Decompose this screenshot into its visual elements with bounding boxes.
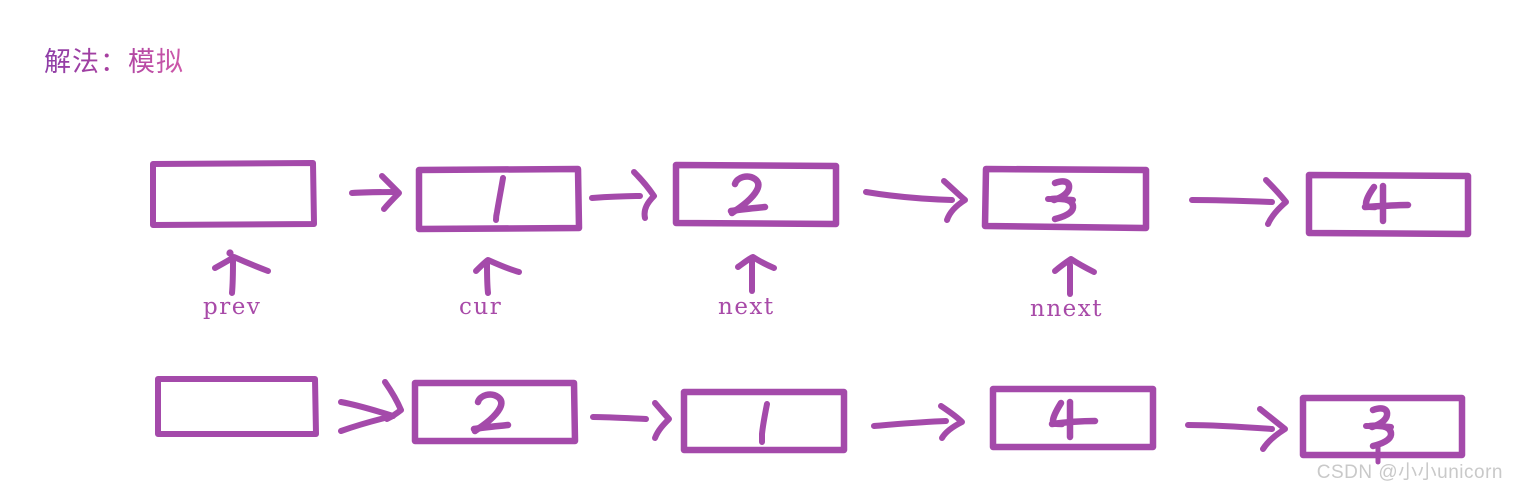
row-after-values [470, 391, 1395, 465]
node-value-1-row2 [759, 401, 770, 445]
link-arrow-row2-3 [871, 403, 965, 441]
row-before-pointer-arrows [212, 249, 1097, 297]
node-value-3-row1 [1045, 178, 1077, 223]
node-box-3-row1 [981, 165, 1150, 232]
node-value-1-row1 [493, 175, 506, 223]
link-arrow-row2-1 [338, 379, 404, 434]
link-arrow-row2-4 [1185, 406, 1288, 452]
node-box-1-row1 [415, 165, 583, 233]
pointer-arrow-prev [212, 249, 271, 296]
node-value-2-row1 [727, 173, 769, 217]
link-arrow-row1-3 [863, 178, 968, 223]
pointer-label-prev: prev [203, 294, 262, 320]
csdn-watermark: CSDN @小小unicorn [1316, 462, 1503, 483]
node-box-4-row2 [989, 385, 1157, 451]
row-before-arrows [349, 169, 1289, 227]
link-arrow-row2-2 [590, 400, 672, 441]
pointer-arrow-next [735, 254, 777, 294]
node-box-2-row2 [411, 379, 579, 445]
node-value-2-row2 [470, 391, 512, 435]
row-before-values [493, 173, 1412, 225]
page-title: 解法：模拟 [44, 40, 184, 79]
node-box-2-row1 [672, 161, 840, 228]
node-value-4-row1 [1361, 182, 1412, 225]
pointer-arrow-cur [473, 257, 522, 296]
row-after-nodes [155, 376, 1466, 459]
link-arrow-row1-4 [1189, 177, 1289, 227]
node-box-4-row1 [1305, 171, 1472, 238]
row-after-arrows [338, 379, 1288, 452]
pointer-label-nnext: nnext [1030, 296, 1103, 322]
node-box-1-row2 [680, 388, 848, 454]
node-value-4-row2 [1048, 398, 1099, 441]
link-arrow-row1-1 [349, 173, 402, 212]
node-box-dummy-row1 [150, 160, 317, 228]
row-before-nodes [150, 160, 1472, 238]
node-box-dummy-row2 [155, 376, 319, 437]
node-box-3-row2 [1299, 394, 1466, 459]
pointer-label-next: next [718, 294, 775, 320]
link-arrow-row1-2 [589, 169, 657, 221]
pointer-label-cur: cur [459, 294, 503, 320]
pointer-arrow-nnext [1052, 256, 1097, 297]
node-value-3-row2 [1363, 405, 1395, 465]
